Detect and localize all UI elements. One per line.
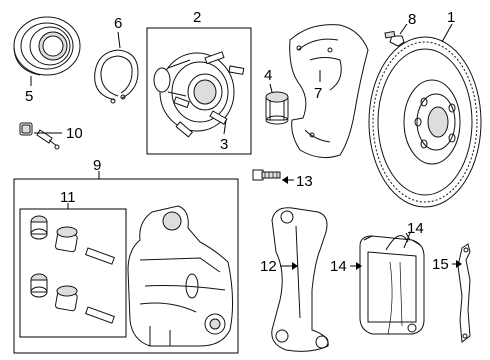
caliper-bracket	[271, 207, 329, 352]
callout-label-2: 2	[193, 9, 201, 26]
caliper-bolt	[252, 169, 281, 181]
bleeder-screw	[19, 122, 60, 150]
callout-5: 5	[25, 76, 33, 105]
caliper-kit-frame	[19, 208, 127, 338]
caliper-group-frame	[13, 178, 239, 354]
callout-label-14-side: 14	[330, 258, 347, 275]
callout-label-4: 4	[264, 67, 272, 84]
callout-12: 12	[260, 258, 298, 275]
callout-4: 4	[264, 67, 273, 93]
shield-bolt	[384, 30, 405, 47]
callout-3: 3	[220, 119, 228, 153]
hub-nut	[265, 91, 289, 125]
caliper-repair-kit	[30, 215, 115, 324]
callout-label-3: 3	[220, 136, 228, 153]
callout-11: 11	[60, 189, 76, 209]
callout-8: 8	[399, 11, 416, 35]
callout-label-5: 5	[25, 88, 33, 105]
callout-14-top: 14	[403, 220, 424, 249]
callout-14-side: 14	[330, 258, 362, 275]
callout-label-10: 10	[66, 125, 83, 142]
callout-7: 7	[314, 70, 322, 102]
callout-label-15: 15	[432, 256, 449, 273]
callout-label-6: 6	[114, 15, 122, 32]
wheel-hub	[153, 52, 235, 132]
callout-label-14-top: 14	[407, 220, 424, 237]
callout-label-1: 1	[447, 9, 455, 26]
callout-13: 13	[282, 173, 313, 190]
wheel-bearing	[13, 16, 81, 76]
callout-label-12: 12	[260, 258, 277, 275]
callout-10: 10	[34, 125, 83, 142]
callout-label-9: 9	[93, 157, 101, 174]
snap-ring	[94, 49, 139, 104]
brake-rotor	[368, 36, 482, 208]
dust-shield	[289, 24, 369, 159]
callout-label-7: 7	[314, 85, 322, 102]
callout-6: 6	[114, 15, 122, 49]
hub-group-frame	[146, 27, 252, 155]
brake-caliper	[127, 205, 234, 347]
callout-label-13: 13	[296, 173, 313, 190]
callout-2: 2	[193, 9, 201, 26]
callout-15: 15	[432, 256, 462, 273]
brake-pads	[359, 235, 425, 335]
anti-rattle-clip	[457, 243, 471, 343]
callout-label-11: 11	[60, 189, 76, 206]
callout-1: 1	[441, 9, 455, 43]
callout-9: 9	[93, 157, 101, 179]
callout-label-8: 8	[408, 11, 416, 28]
